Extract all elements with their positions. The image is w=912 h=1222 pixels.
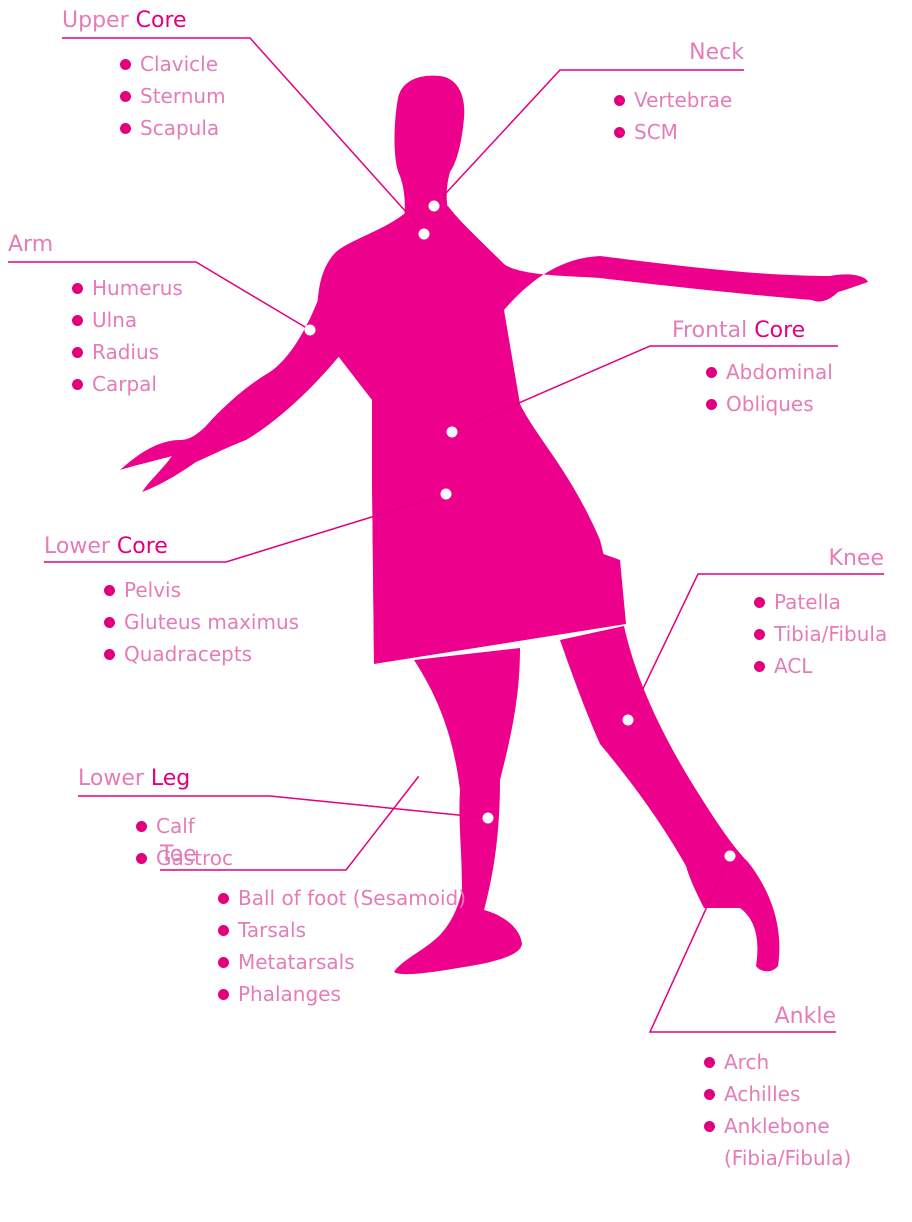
marker-upper-core — [419, 229, 430, 240]
marker-frontal-core — [447, 427, 458, 438]
marker-toe — [417, 767, 428, 778]
list-item: Radius — [72, 336, 183, 368]
label-lower-leg-text: Lower — [78, 766, 144, 791]
bullet-icon — [72, 347, 83, 358]
label-lower-core-accent: Core — [117, 534, 168, 559]
label-upper-core-text: Upper — [62, 8, 129, 33]
list-item: Phalanges — [218, 978, 466, 1010]
list-item: Carpal — [72, 368, 183, 400]
label-neck: Neck — [676, 40, 744, 66]
list-item: Calf — [136, 810, 233, 842]
list-item: SCM — [614, 116, 732, 148]
list-item: Scapula — [120, 112, 226, 144]
bullet-icon — [704, 1089, 715, 1100]
list-item-continued: (Fibia/Fibula) — [704, 1142, 851, 1174]
label-neck-text: Neck — [689, 40, 744, 65]
list-item: Vertebrae — [614, 84, 732, 116]
list-item: Patella — [754, 586, 887, 618]
label-ankle-text: Ankle — [775, 1004, 836, 1029]
label-lower-core-text: Lower — [44, 534, 110, 559]
bullet-icon — [218, 957, 229, 968]
bullet-icon — [136, 821, 147, 832]
marker-neck — [429, 201, 440, 212]
list-upper-core: Clavicle Sternum Scapula — [120, 48, 226, 144]
list-item: Clavicle — [120, 48, 226, 80]
bullet-icon — [614, 95, 625, 106]
list-item: Quadracepts — [104, 638, 299, 670]
list-item: Tarsals — [218, 914, 466, 946]
label-lower-core: Lower Core — [44, 534, 168, 560]
list-ankle: Arch Achilles Anklebone (Fibia/Fibula) — [704, 1046, 851, 1174]
bullet-icon — [614, 127, 625, 138]
label-frontal-core: Frontal Core — [672, 318, 805, 344]
label-upper-core-accent: Core — [136, 8, 187, 33]
label-toe-text: Toe — [160, 842, 197, 867]
bullet-icon — [218, 989, 229, 1000]
list-knee: Patella Tibia/Fibula ACL — [754, 586, 887, 682]
list-item: Abdominal — [706, 356, 833, 388]
list-item: Humerus — [72, 272, 183, 304]
marker-lower-leg — [483, 813, 494, 824]
bullet-icon — [72, 315, 83, 326]
label-arm: Arm — [8, 232, 53, 258]
list-item: Pelvis — [104, 574, 299, 606]
marker-ankle — [725, 851, 736, 862]
list-item: Ulna — [72, 304, 183, 336]
bullet-icon — [120, 123, 131, 134]
bullet-icon — [218, 893, 229, 904]
label-upper-core: Upper Core — [62, 8, 187, 34]
label-frontal-core-text: Frontal — [672, 318, 747, 343]
bullet-icon — [136, 853, 147, 864]
label-lower-leg-accent: Leg — [151, 766, 190, 791]
bullet-icon — [704, 1121, 715, 1132]
bullet-icon — [72, 379, 83, 390]
list-item: Obliques — [706, 388, 833, 420]
label-arm-text: Arm — [8, 232, 53, 257]
bullet-icon — [706, 399, 717, 410]
bullet-icon — [120, 91, 131, 102]
label-toe: Toe — [160, 842, 197, 868]
list-item: Tibia/Fibula — [754, 618, 887, 650]
label-frontal-core-accent: Core — [754, 318, 805, 343]
head-shape — [395, 76, 465, 220]
list-item: Anklebone — [704, 1110, 851, 1142]
list-item: Achilles — [704, 1078, 851, 1110]
label-knee: Knee — [800, 546, 884, 572]
bullet-icon — [104, 585, 115, 596]
list-item: Ball of foot (Sesamoid) — [218, 882, 466, 914]
bullet-icon — [754, 629, 765, 640]
bullet-icon — [104, 617, 115, 628]
marker-knee — [623, 715, 634, 726]
list-neck: Vertebrae SCM — [614, 84, 732, 148]
list-toe: Ball of foot (Sesamoid) Tarsals Metatars… — [218, 882, 466, 1010]
bullet-icon — [120, 59, 131, 70]
bullet-icon — [704, 1057, 715, 1068]
bullet-icon — [104, 649, 115, 660]
list-item: Metatarsals — [218, 946, 466, 978]
label-knee-text: Knee — [829, 546, 884, 571]
bullet-icon — [706, 367, 717, 378]
bullet-icon — [72, 283, 83, 294]
bullet-icon — [754, 661, 765, 672]
marker-arm — [305, 325, 316, 336]
label-lower-leg: Lower Leg — [78, 766, 190, 792]
list-arm: Humerus Ulna Radius Carpal — [72, 272, 183, 400]
label-ankle: Ankle — [740, 1004, 836, 1030]
list-item: ACL — [754, 650, 887, 682]
marker-lower-core — [441, 489, 452, 500]
leader-upper-core — [62, 38, 424, 232]
list-item: Sternum — [120, 80, 226, 112]
bullet-icon — [754, 597, 765, 608]
bullet-icon — [218, 925, 229, 936]
raised-leg-shape — [560, 626, 779, 971]
list-lower-core: Pelvis Gluteus maximus Quadracepts — [104, 574, 299, 670]
list-item: Arch — [704, 1046, 851, 1078]
list-item: Gluteus maximus — [104, 606, 299, 638]
list-frontal-core: Abdominal Obliques — [706, 356, 833, 420]
